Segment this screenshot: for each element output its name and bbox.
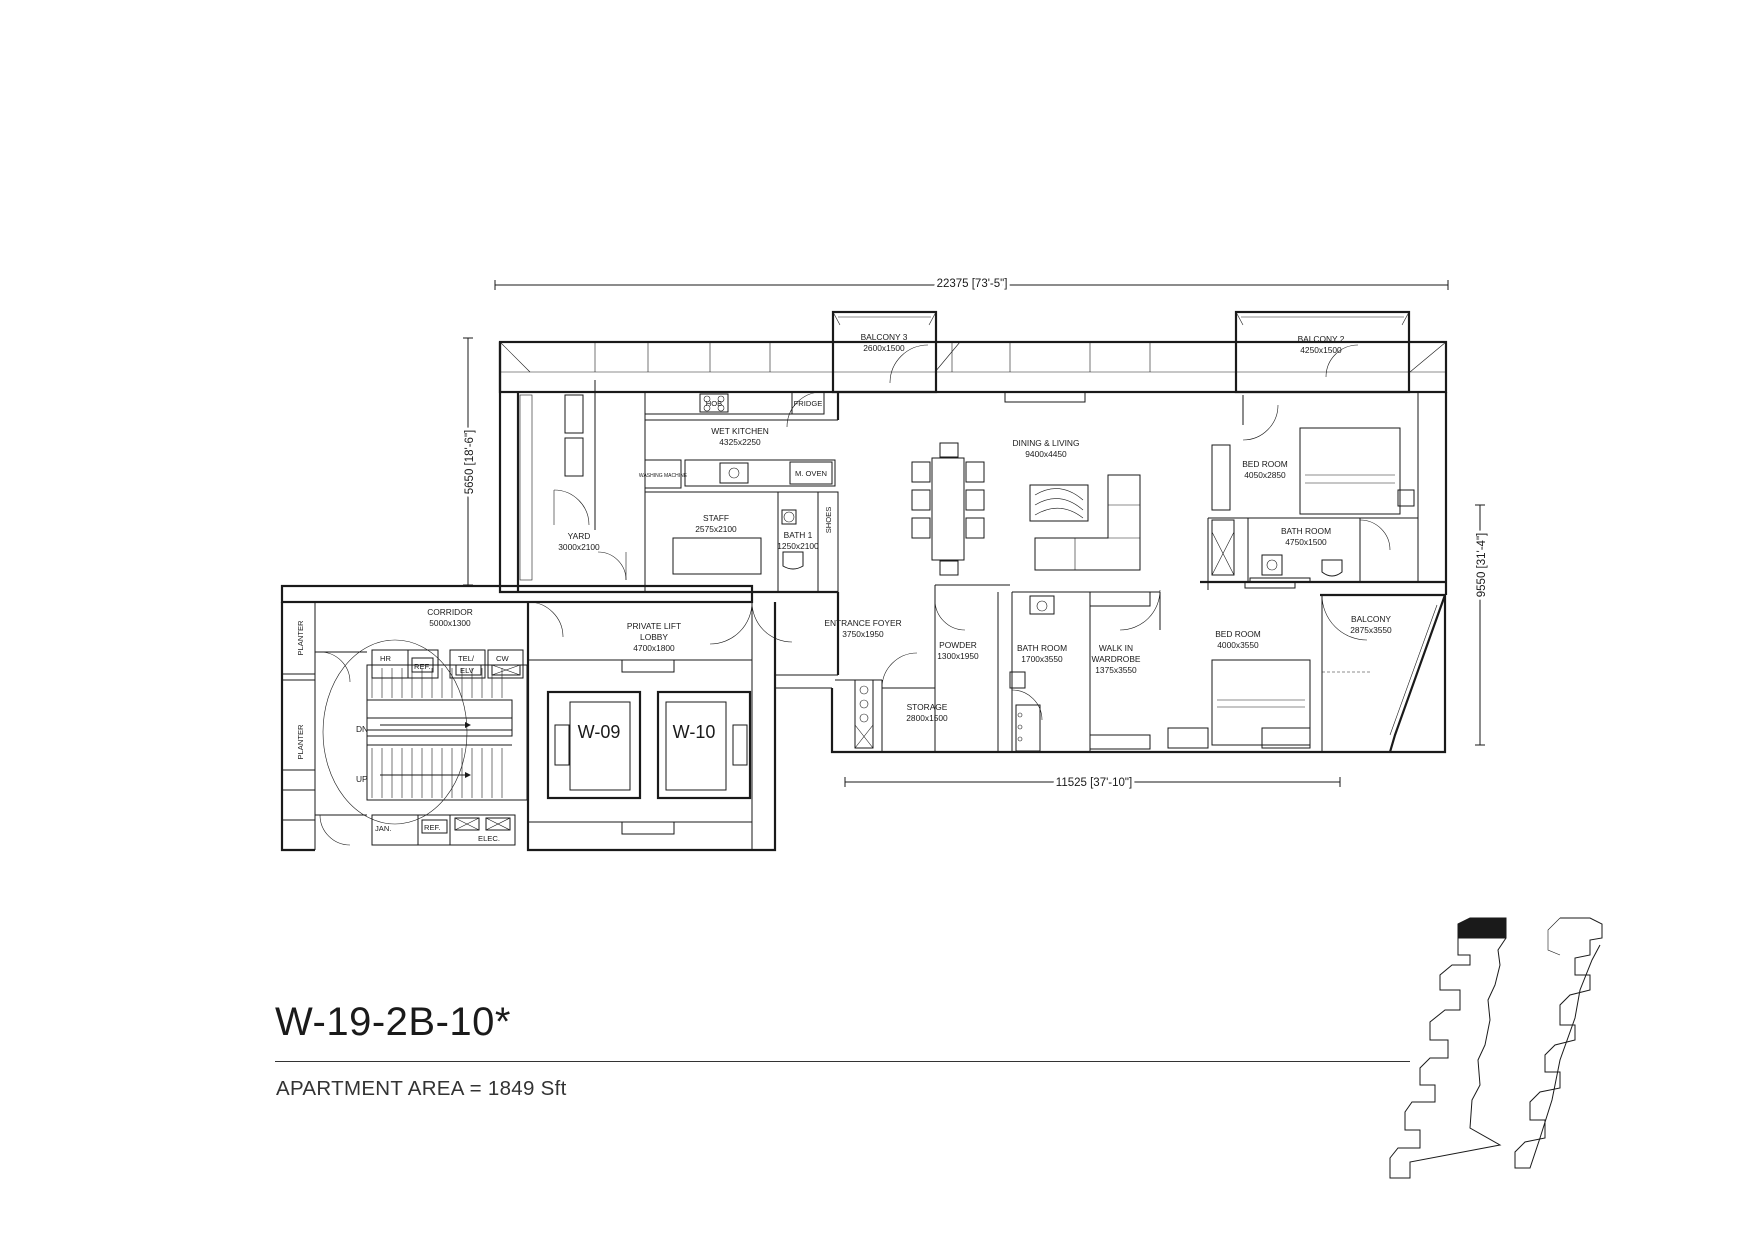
lifts: W-09 W-10 (546, 659, 752, 835)
walkin-name2: WARDROBE (1091, 654, 1140, 664)
shoes-label: SHOES (824, 507, 833, 534)
bathroom2-size: 1700x3550 (1021, 654, 1063, 664)
staircase: DN UP (322, 639, 513, 825)
staff-size: 2575x2100 (695, 524, 737, 534)
planter-label-top: PLANTER (296, 620, 305, 656)
entrance-foyer-name: ENTRANCE FOYER (824, 618, 901, 628)
bedroom2-size: 4000x3550 (1217, 640, 1259, 650)
powder-name: POWDER (939, 640, 977, 650)
yard-name: YARD (568, 531, 591, 541)
bathroom1-size: 4750x1500 (1285, 537, 1327, 547)
hr-label: HR (380, 654, 391, 663)
dining-living-name: DINING & LIVING (1012, 438, 1079, 448)
room-labels: BALCONY 3 2600x1500 BALCONY 2 4250x1500 … (427, 332, 1392, 723)
balcony-name: BALCONY (1351, 614, 1391, 624)
doors (319, 344, 1391, 846)
balcony2-name: BALCONY 2 (1298, 334, 1345, 344)
bathroom1-name: BATH ROOM (1281, 526, 1331, 536)
entrance-foyer-size: 3750x1950 (842, 629, 884, 639)
furniture: FRIDGE HOB M. OVEN WASHING MACHINE SHOES (519, 391, 1415, 752)
washing-label: WASHING MACHINE (639, 473, 688, 479)
dim-bottom: 11525 [37'-10"] (1056, 777, 1132, 789)
corridor-size: 5000x1300 (429, 618, 471, 628)
yard-size: 3000x2100 (558, 542, 600, 552)
stair-up-label: UP (356, 774, 368, 784)
walls (280, 310, 1448, 852)
dimension-lines: 22375 [73'-5"] 11525 [37'-10"] 5650 [18'… (461, 275, 1491, 792)
balcony3-name: BALCONY 3 (861, 332, 908, 342)
lift-lobby-name1: PRIVATE LIFT (627, 621, 681, 631)
powder-size: 1300x1950 (937, 651, 979, 661)
jan-label: JAN. (375, 824, 391, 833)
storage-name: STORAGE (907, 702, 948, 712)
bedroom1-name: BED ROOM (1242, 459, 1288, 469)
planter-label-bottom: PLANTER (296, 724, 305, 760)
lift-w10-label: W-10 (673, 722, 716, 742)
dining-living-size: 9400x4450 (1025, 449, 1067, 459)
balcony3-size: 2600x1500 (863, 343, 905, 353)
apartment-area: APARTMENT AREA = 1849 Sft (276, 1077, 567, 1100)
bedroom1-size: 4050x2850 (1244, 470, 1286, 480)
walkin-name1: WALK IN (1099, 643, 1133, 653)
bathroom2-name: BATH ROOM (1017, 643, 1067, 653)
wet-kitchen-size: 4325x2250 (719, 437, 761, 447)
walkin-size: 1375x3550 (1095, 665, 1137, 675)
elv-label: ELV (460, 666, 475, 675)
ref-label-bottom: REF. (424, 823, 440, 832)
key-plan (1389, 917, 1603, 1179)
ref-label-top: REF. (414, 662, 430, 671)
service-rooms: HR REF. TEL/ ELV CW JAN. REF. ELEC. (371, 649, 524, 846)
dim-left: 5650 [18'-6"] (464, 430, 476, 494)
unit-title: W-19-2B-10* (275, 1000, 511, 1044)
tel-label: TEL/ (458, 654, 475, 663)
title-divider (275, 1061, 1410, 1062)
cw-label: CW (496, 654, 509, 663)
lift-lobby-name2: LOBBY (640, 632, 668, 642)
lift-lobby-size: 4700x1800 (633, 643, 675, 653)
bedroom2-name: BED ROOM (1215, 629, 1261, 639)
stair-dn-label: DN (356, 724, 368, 734)
balcony-size: 2875x3550 (1350, 625, 1392, 635)
wet-kitchen-name: WET KITCHEN (711, 426, 769, 436)
balcony2-size: 4250x1500 (1300, 345, 1342, 355)
bath1-size: 1250x2100 (777, 541, 819, 551)
planters: PLANTER PLANTER (281, 601, 316, 821)
lift-w09-label: W-09 (578, 722, 621, 742)
bath1-name: BATH 1 (784, 530, 813, 540)
hob-label: HOB (706, 399, 722, 408)
staff-name: STAFF (703, 513, 729, 523)
corridor-name: CORRIDOR (427, 607, 473, 617)
elec-label: ELEC. (478, 834, 500, 843)
fridge-label: FRIDGE (794, 399, 823, 408)
m-oven-label: M. OVEN (795, 469, 827, 478)
dim-top: 22375 [73'-5"] (937, 278, 1008, 290)
dim-right: 9550 [31'-4"] (1476, 533, 1488, 597)
storage-size: 2800x1500 (906, 713, 948, 723)
